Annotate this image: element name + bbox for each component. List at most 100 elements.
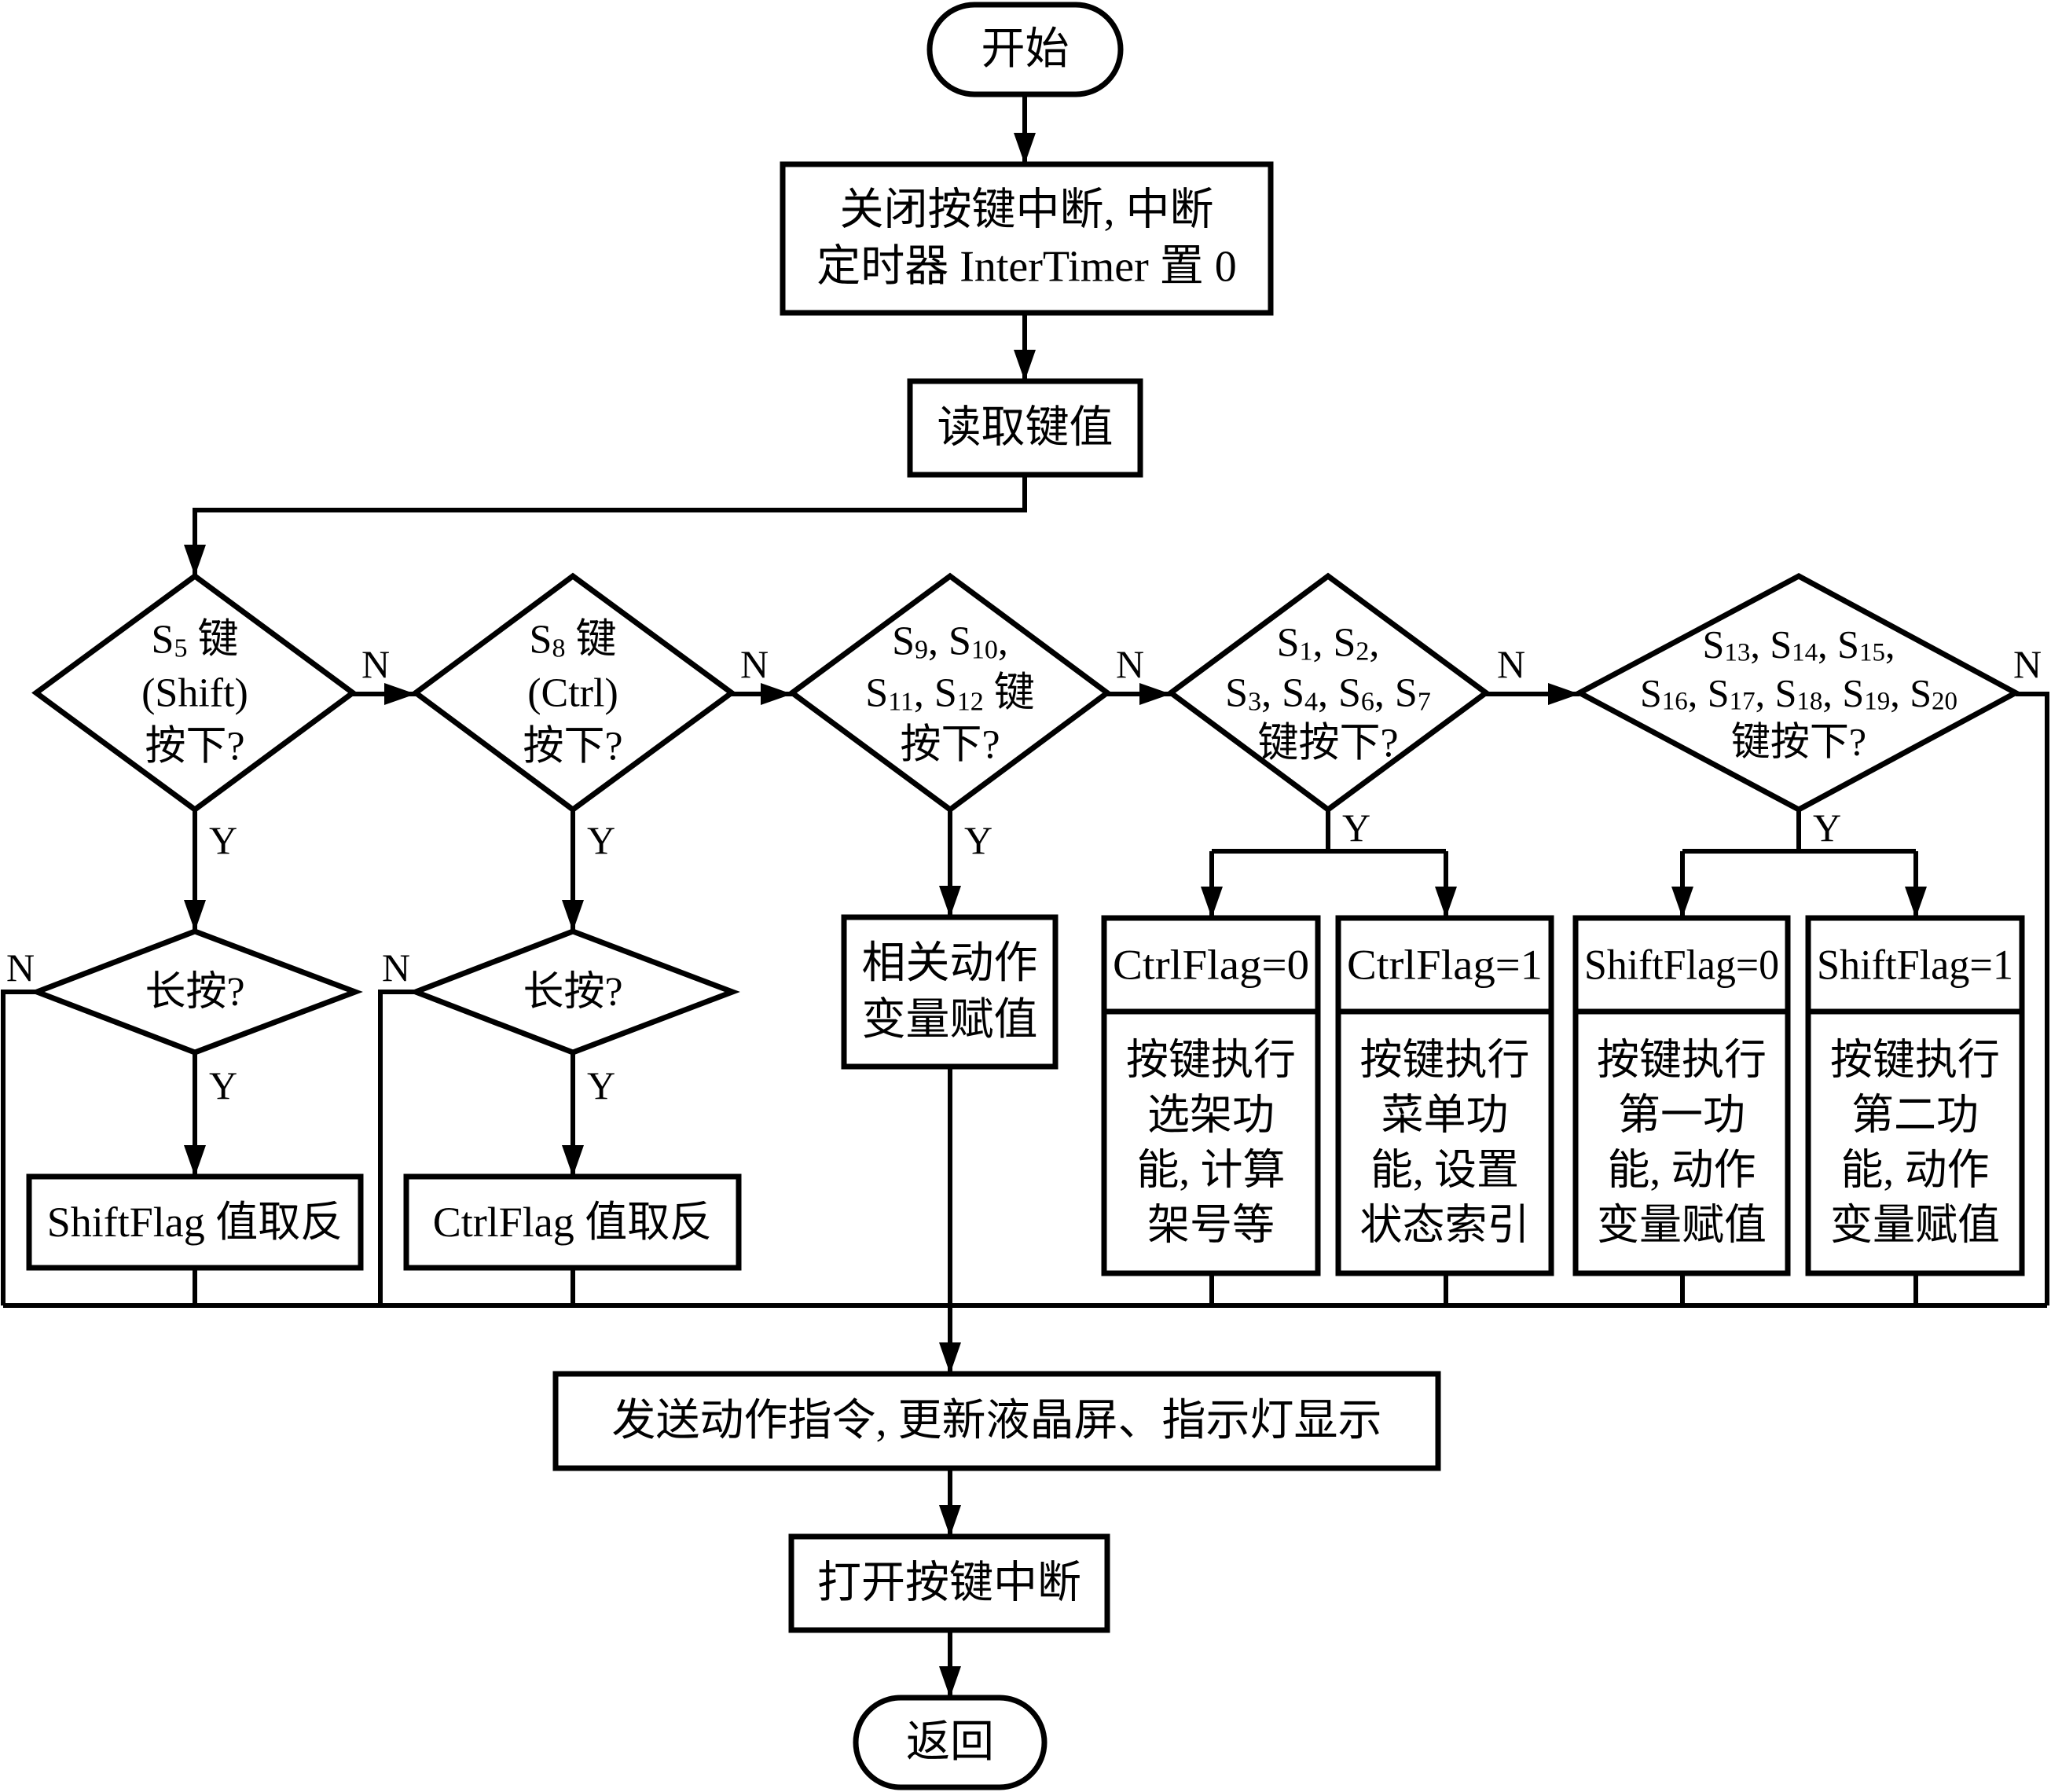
node-text-line: S11​, S12​ 键 (865, 670, 1035, 716)
text-run: , (1885, 622, 1895, 666)
arrowhead-icon (1671, 887, 1693, 918)
text-run: 按下? (900, 722, 1000, 767)
split-box-header: ShiftFlag=0 (1584, 942, 1779, 989)
node-text-line: 长按? (523, 970, 622, 1015)
text-run: (Ctrl) (527, 670, 618, 715)
label-yes: Y (1813, 806, 1841, 850)
node-text-line: 第二功 (1851, 1092, 1979, 1139)
text-run: , S (1890, 671, 1932, 715)
text-run: 长按? (145, 970, 244, 1015)
label-no: N (6, 946, 35, 990)
text-run: (Shift) (141, 670, 248, 715)
split-box-border (1572, 915, 1791, 1276)
node-text-line: 变量赋值 (1830, 1202, 2000, 1249)
connector-long-ctrl-no (378, 990, 416, 1305)
terminal-return: 返回 (853, 1695, 1048, 1790)
decision-d_long_ctrl: 长按? (408, 928, 740, 1056)
arrowhead-icon (1435, 887, 1457, 918)
text-run: 长按? (523, 970, 622, 1015)
node-text-line: (Shift) (141, 670, 248, 715)
text-run: 按下? (145, 724, 244, 769)
text-run: S (1703, 622, 1725, 666)
node-text-line: 发送动作指令, 更新液晶屏、指示灯显示 (612, 1397, 1382, 1445)
label-no: N (1497, 642, 1525, 686)
node-text-line: S8​ 键 (530, 617, 617, 663)
text-run: , (1369, 620, 1379, 665)
decision-diamond (408, 928, 740, 1056)
label-yes: Y (209, 818, 237, 862)
subscript: 3 (1248, 687, 1261, 716)
node-text-line: 能, 动作 (1608, 1147, 1756, 1194)
split-box-header: CtrlFlag=0 (1113, 942, 1309, 989)
process-box-border (780, 161, 1274, 316)
arrowhead-icon (184, 1145, 206, 1177)
decision-diamond (787, 572, 1112, 813)
text-run: , S (1374, 670, 1418, 715)
split-box-header: ShiftFlag=1 (1817, 942, 2013, 989)
node-text-line: 能, 计算 (1137, 1147, 1286, 1194)
text-run: 键 (187, 617, 238, 662)
arrowhead-icon (761, 683, 792, 705)
text-run: , S (1261, 670, 1304, 715)
label-yes: Y (1342, 806, 1370, 850)
node-text-line: S1​, S2​, (1277, 620, 1380, 666)
node-text-line: (Ctrl) (527, 670, 618, 715)
node-text-line: 按键执行 (1126, 1037, 1296, 1084)
subscript: 1 (1300, 637, 1313, 666)
node-text-line: 变量赋值 (1597, 1202, 1767, 1249)
arrowhead-icon (1548, 683, 1580, 705)
subscript: 10 (971, 635, 998, 664)
node-text-line: 读取键值 (937, 404, 1114, 453)
node-text-line: 选架功 (1147, 1092, 1275, 1139)
node-text-line: 第一功 (1618, 1092, 1745, 1139)
terminal-border (926, 2, 1124, 97)
subscript: 5 (174, 633, 187, 663)
node-text-line: 打开按键中断 (817, 1559, 1081, 1608)
decision-diamond (1573, 573, 2022, 813)
decision-d_shift: S5​ 键(Shift)按下? (31, 572, 358, 813)
process-box-border (788, 1533, 1110, 1633)
text-run: S (1640, 671, 1662, 715)
node-text-line: 返回 (906, 1718, 994, 1767)
text-run: 按下? (523, 724, 622, 769)
label-yes: Y (587, 818, 615, 862)
text-run: S (530, 617, 552, 662)
node-text-line: 定时器 InterTimer 置 0 (816, 243, 1237, 292)
text-run: , S (928, 619, 971, 663)
label-yes: Y (587, 1063, 615, 1107)
text-run: , S (1313, 620, 1356, 665)
arrowhead-icon (939, 1342, 961, 1374)
subscript: 2 (1356, 637, 1369, 666)
text-run: , S (1688, 671, 1730, 715)
node-text-line: 按键执行 (1597, 1037, 1767, 1084)
label-no: N (740, 642, 769, 686)
node-text-line: S13​, S14​, S15​, (1703, 622, 1895, 667)
subscript: 19 (1864, 688, 1890, 716)
text-run: , S (1750, 622, 1792, 666)
text-run: S (1277, 620, 1300, 665)
decision-diamond (411, 572, 736, 813)
split-box-border (1335, 915, 1554, 1276)
subscript: 7 (1418, 687, 1431, 716)
arrowhead-icon (562, 1145, 584, 1177)
node-text-line: 长按? (145, 970, 244, 1015)
node-text-line: 按下? (900, 722, 1000, 767)
decision-d_s13_20: S13​, S14​, S15​,S16​, S17​, S18​, S19​,… (1573, 573, 2022, 813)
process-box-toggle_shift: ShiftFlag 值取反 (26, 1173, 364, 1271)
subscript: 9 (915, 635, 928, 664)
arrowhead-icon (1014, 350, 1036, 381)
node-text-line: 关闭按键中断, 中断 (840, 186, 1214, 235)
text-run: , (998, 619, 1008, 663)
process-box-border (907, 378, 1143, 478)
node-text-line: ShiftFlag 值取反 (47, 1199, 343, 1246)
subscript: 14 (1792, 639, 1818, 667)
text-run: , S (1756, 671, 1797, 715)
node-text-line: 相关动作 (862, 939, 1038, 988)
node-text-line: 按下? (145, 724, 244, 769)
decision-d_s1_7: S1​, S2​,S3​, S4​, S6​, S7​键按下? (1166, 572, 1491, 813)
